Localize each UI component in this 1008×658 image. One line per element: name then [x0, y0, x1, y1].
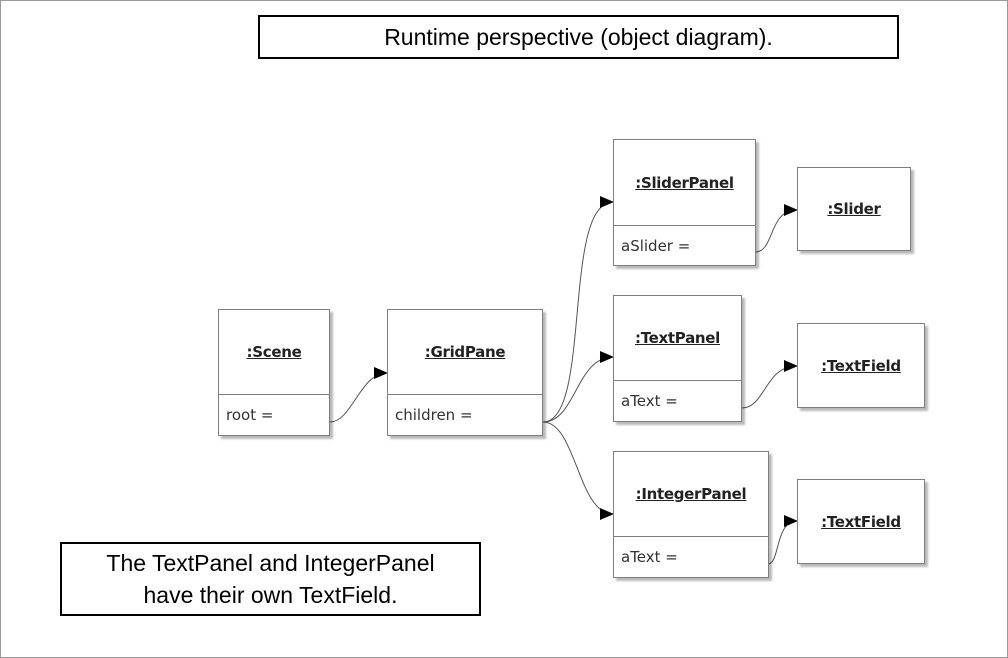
link-textpanel-to-textfield [727, 360, 798, 409]
object-sliderpanel: :SliderPanel aSlider = [613, 139, 756, 266]
object-slider: :Slider [797, 167, 911, 251]
object-gridpane-name: :GridPane [424, 343, 506, 361]
object-textpanel-attr: aText = [614, 380, 741, 421]
note-line-1: The TextPanel and IntegerPanel [106, 550, 435, 576]
object-gridpane: :GridPane children = [387, 309, 543, 436]
object-scene-attr: root = [219, 394, 329, 435]
note-line-2: have their own TextField. [143, 582, 398, 608]
diagram-title: Runtime perspective (object diagram). [258, 15, 899, 59]
object-scene: :Scene root = [218, 309, 330, 436]
object-scene-name: :Scene [246, 343, 302, 361]
object-gridpane-attr: children = [388, 394, 542, 435]
link-gridpane-to-integerpanel [528, 421, 614, 520]
object-textfield-integerpanel-name: :TextField [821, 512, 901, 531]
object-integerpanel: :IntegerPanel aText = [613, 451, 769, 578]
object-textpanel-name: :TextPanel [635, 329, 720, 347]
object-sliderpanel-attr: aSlider = [614, 225, 755, 265]
object-textfield-integerpanel: :TextField [797, 479, 925, 564]
object-integerpanel-name: :IntegerPanel [635, 485, 747, 503]
link-gridpane-to-textpanel [528, 351, 614, 423]
link-gridpane-to-sliderpanel [528, 196, 614, 423]
object-integerpanel-attr: aText = [614, 536, 768, 577]
object-slider-name: :Slider [827, 200, 881, 218]
diagram-title-text: Runtime perspective (object diagram). [384, 23, 773, 50]
object-textfield-textpanel-name: :TextField [821, 356, 901, 375]
object-textpanel: :TextPanel aText = [613, 295, 742, 422]
link-scene-root-to-gridpane [316, 367, 388, 423]
object-textfield-textpanel: :TextField [797, 323, 925, 408]
object-sliderpanel-name: :SliderPanel [635, 173, 734, 192]
note-callout: The TextPanel and IntegerPanel have thei… [60, 542, 481, 616]
